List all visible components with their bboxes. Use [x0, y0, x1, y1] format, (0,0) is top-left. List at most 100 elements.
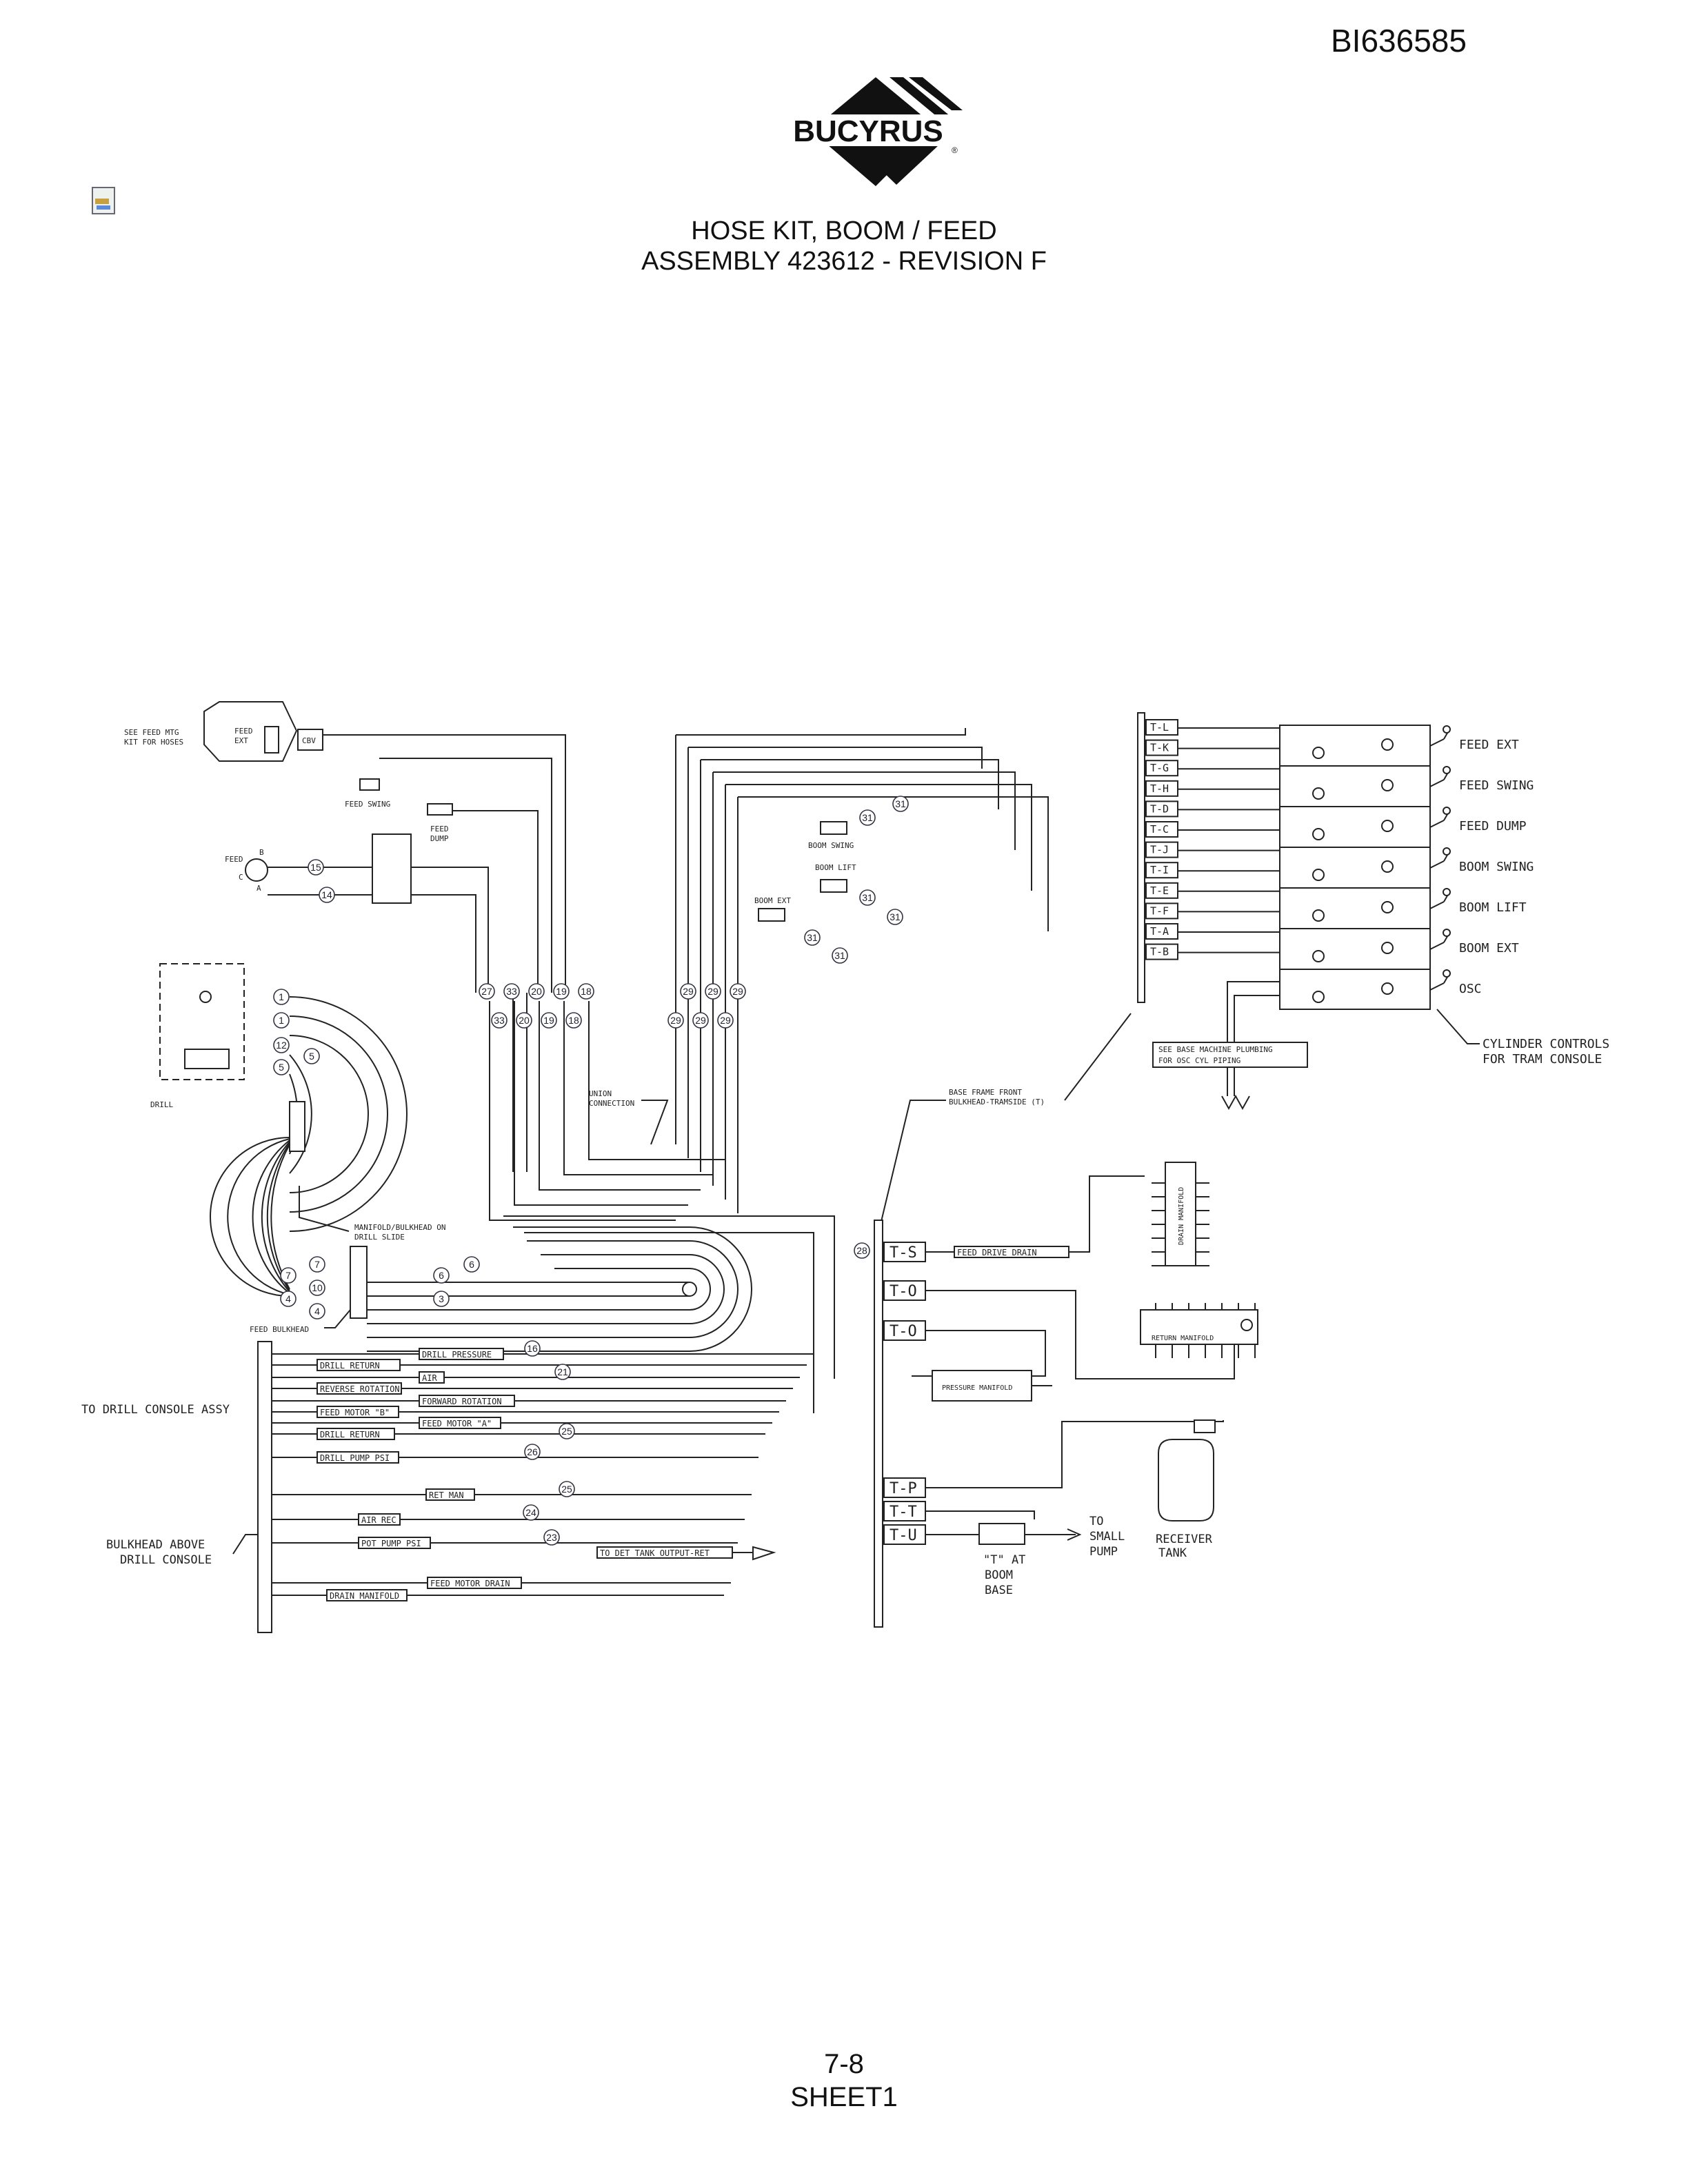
feed-drive-drain-label-text: FEED DRIVE DRAIN — [957, 1248, 1037, 1257]
valve-function-label: FEED DUMP — [1459, 819, 1527, 833]
hose-line — [367, 1226, 752, 1352]
hose-line — [588, 1001, 725, 1160]
hose-line — [252, 1140, 290, 1294]
drain-manifold-label: DRAIN MANIFOLD — [1178, 1187, 1185, 1245]
hose-line — [1436, 1009, 1480, 1044]
item-balloon-number: 1 — [279, 1015, 284, 1026]
diagram-label: DRILL SLIDE — [354, 1233, 405, 1242]
item-balloon-number: 7 — [285, 1270, 291, 1281]
hose-line — [266, 1142, 290, 1291]
diagram-label: FOR OSC CYL PIPING — [1158, 1056, 1240, 1065]
control-port-label: T-E — [1150, 884, 1169, 897]
diagram-label: CONNECTION — [589, 1099, 634, 1108]
item-balloon — [516, 1012, 532, 1029]
diagram-label: TO — [1089, 1515, 1103, 1528]
valve-bank — [1279, 725, 1431, 1010]
diagram-label: EXT — [234, 736, 248, 745]
item-balloon — [524, 1340, 541, 1357]
hose-line — [676, 728, 966, 736]
console-hose-label-text: DRILL PUMP PSI — [320, 1453, 390, 1463]
item-balloon — [892, 796, 909, 812]
hose-line — [925, 1290, 1235, 1379]
hose-line — [289, 1015, 388, 1213]
osc-note-box — [1152, 1042, 1308, 1068]
control-port-label: T-G — [1150, 762, 1169, 774]
det-tank-label — [596, 1546, 733, 1559]
hose-line — [379, 758, 552, 993]
valve-port — [1381, 982, 1394, 995]
item-balloon-number: 31 — [862, 892, 873, 903]
diagram-label: RETURN MANIFOLD — [1152, 1335, 1214, 1342]
item-balloon-number: 18 — [568, 1015, 579, 1026]
item-balloon-number: 10 — [312, 1282, 323, 1293]
console-hose-label-text: DRAIN MANIFOLD — [330, 1591, 399, 1601]
document-subtitle: ASSEMBLY 423612 - REVISION F — [641, 247, 1047, 276]
hose-line — [514, 1001, 688, 1206]
diagram-label: PUMP — [1089, 1545, 1118, 1559]
item-balloon — [433, 1267, 450, 1284]
item-balloon-number: 14 — [321, 889, 332, 900]
console-hose-label — [316, 1428, 395, 1440]
item-balloon-number: 20 — [531, 986, 542, 997]
item-balloon-number: 16 — [527, 1343, 538, 1354]
boom-swing-valve — [820, 821, 847, 835]
item-balloon — [553, 983, 570, 1000]
item-balloon — [554, 1364, 571, 1380]
item-balloon — [273, 1012, 290, 1029]
diagram-label: "T" AT — [983, 1553, 1025, 1567]
hose-line — [925, 1420, 1224, 1488]
feed-drive-drain-label — [954, 1246, 1069, 1258]
console-hose-label-text: AIR REC — [361, 1515, 396, 1525]
console-hose-label — [316, 1406, 399, 1418]
console-bulkhead — [257, 1341, 272, 1633]
control-port-t-e — [1145, 882, 1178, 899]
control-port-label: T-L — [1150, 721, 1169, 734]
item-balloon-number: 3 — [439, 1293, 444, 1304]
control-port-label: T-I — [1150, 864, 1169, 876]
valve-pilot — [1443, 888, 1451, 896]
control-port-label: T-K — [1150, 742, 1169, 754]
hose-line — [367, 1268, 711, 1311]
return-manifold — [1140, 1309, 1258, 1345]
item-balloon-number: 5 — [309, 1051, 314, 1062]
item-balloon — [832, 947, 848, 964]
control-port-label: T-D — [1150, 802, 1169, 815]
hose-line — [1221, 1094, 1250, 1111]
item-balloon — [667, 1012, 684, 1029]
item-balloon-number: 19 — [543, 1015, 554, 1026]
hose-line — [324, 1309, 351, 1328]
lower-port-t-t — [883, 1501, 926, 1521]
console-hose-label-text: RET MAN — [429, 1490, 464, 1500]
item-balloon-number: 4 — [285, 1293, 291, 1304]
valve-function-label: BOOM EXT — [1459, 941, 1519, 956]
item-balloon-number: 7 — [314, 1259, 320, 1270]
hose-line — [299, 1186, 350, 1232]
valve-pilot — [1443, 807, 1451, 815]
control-port-t-g — [1145, 760, 1178, 777]
hose-line — [1227, 981, 1280, 1096]
diagram-label: BASE — [985, 1584, 1013, 1597]
document-icon[interactable] — [92, 187, 115, 214]
item-balloon — [503, 983, 520, 1000]
diagram-label: DUMP — [430, 834, 449, 843]
console-hose-label-text: AIR — [422, 1373, 437, 1383]
diagram-label: BOOM — [985, 1568, 1013, 1582]
item-balloon — [309, 1303, 325, 1320]
pressure-manifold — [932, 1370, 1032, 1402]
det-tank-label-text: TO DET TANK OUTPUT-RET — [600, 1548, 710, 1558]
valve-port — [1312, 869, 1325, 881]
diagram-label: RECEIVER — [1156, 1533, 1213, 1546]
console-hose-label — [419, 1417, 501, 1429]
hose-line — [713, 771, 1016, 850]
item-balloon-number: 12 — [276, 1040, 287, 1051]
diagram-label: DRILL — [150, 1100, 173, 1109]
item-balloon-number: 33 — [494, 1015, 505, 1026]
item-balloon-number: 29 — [695, 1015, 706, 1026]
hose-line — [641, 1100, 669, 1145]
console-hose-label — [419, 1395, 515, 1407]
item-balloon-number: 23 — [546, 1532, 557, 1543]
item-balloon — [541, 1012, 557, 1029]
hose-line — [367, 1282, 690, 1297]
item-balloon — [559, 1481, 575, 1497]
lower-port-t-u — [883, 1524, 926, 1545]
